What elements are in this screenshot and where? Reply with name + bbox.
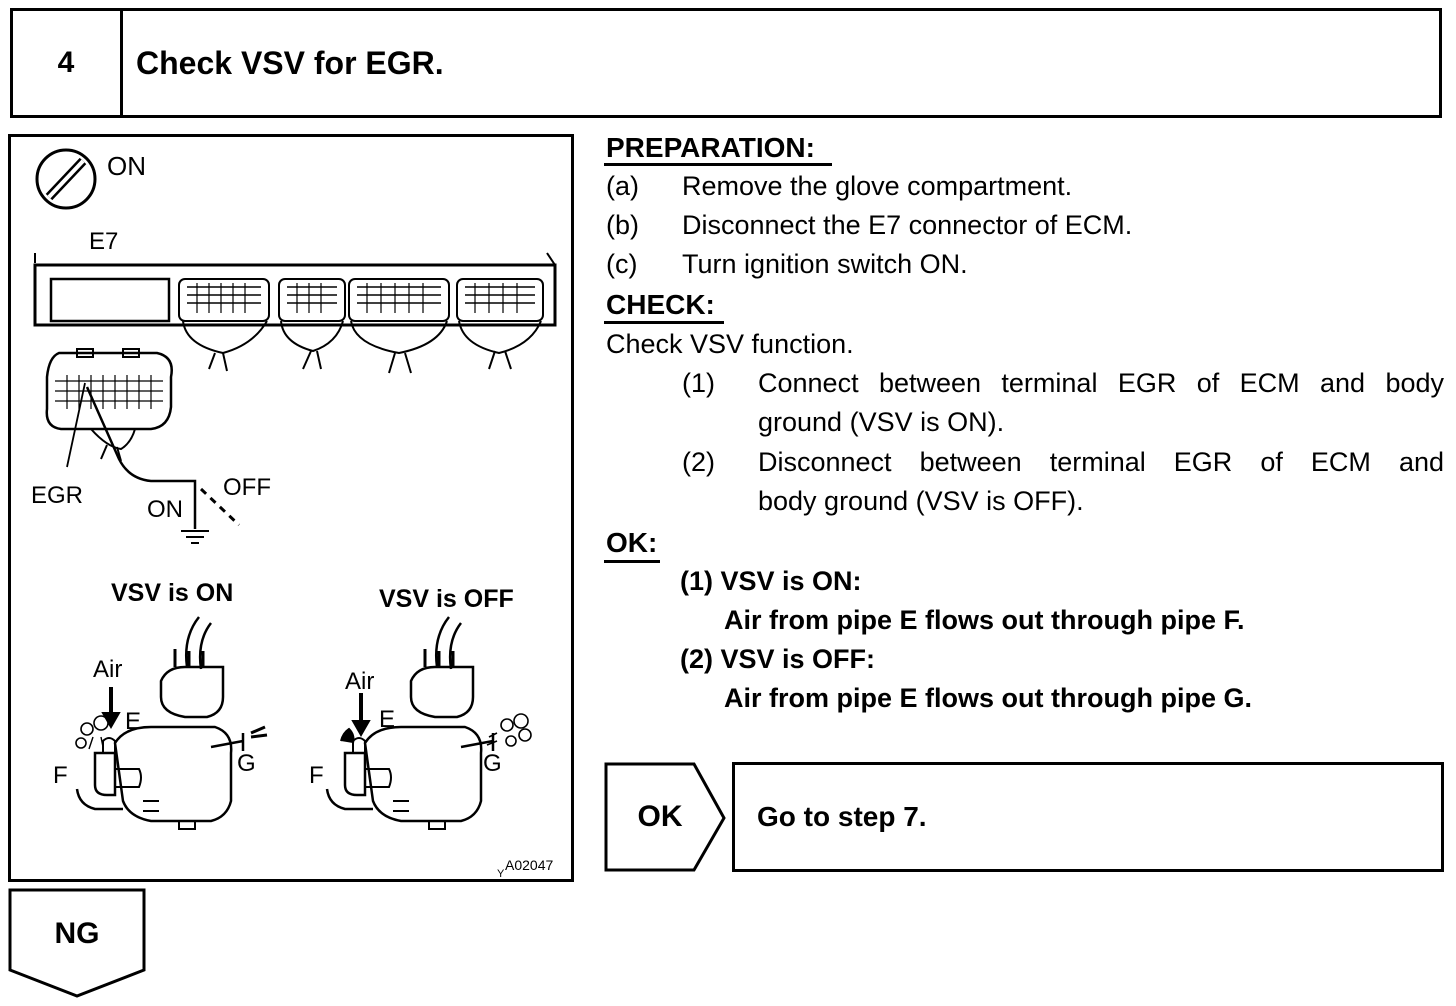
ok-action-text: Go to step 7. xyxy=(757,801,927,832)
check-underline xyxy=(604,321,724,324)
ok-item-2-result: Air from pipe E flows out through pipe G… xyxy=(724,683,1252,713)
illustration-panel: ON E7 xyxy=(8,134,574,882)
pipe-e-label-off: E xyxy=(379,706,395,733)
ok-heading: OK: xyxy=(606,527,658,558)
ok-branch-label: OK xyxy=(637,800,683,833)
header-divider xyxy=(120,8,123,118)
check-item-1-line2: ground (VSV is ON). xyxy=(758,407,1005,437)
ignition-on-label: ON xyxy=(107,151,146,181)
check-item-2-line2: body ground (VSV is OFF). xyxy=(758,486,1084,516)
pipe-f-label-off: F xyxy=(309,762,324,789)
prep-marker-b: (b) xyxy=(606,210,639,240)
ok-item-2-title: (2) VSV is OFF: xyxy=(680,644,876,674)
pipe-g-label-off: G xyxy=(483,750,502,777)
air-label-on: Air xyxy=(93,656,122,683)
prep-item-b: Disconnect the E7 connector of ECM. xyxy=(682,210,1133,240)
step-number: 4 xyxy=(57,46,75,79)
check-item-2-line1: Disconnect between terminal EGR of ECM a… xyxy=(758,447,1444,477)
prep-marker-c: (c) xyxy=(606,249,638,279)
check-marker-1: (1) xyxy=(682,368,715,398)
connector-e7-label: E7 xyxy=(89,228,118,255)
vsv-off-valve-icon xyxy=(325,616,532,830)
ng-branch-label: NG xyxy=(54,917,100,950)
pipe-f-label-on: F xyxy=(53,762,68,789)
figure-id-prefix: Y xyxy=(497,868,505,879)
ok-item-1-title: (1) VSV is ON: xyxy=(680,566,862,596)
ok-underline xyxy=(604,560,660,563)
ok-item-1-result: Air from pipe E flows out through pipe F… xyxy=(724,605,1245,635)
figure-id: A02047 xyxy=(505,857,553,873)
egr-test-lead xyxy=(66,382,241,544)
check-marker-2: (2) xyxy=(682,447,715,477)
air-label-off: Air xyxy=(345,668,374,695)
egr-terminal-label: EGR xyxy=(31,482,83,509)
switch-on-label: ON xyxy=(147,496,183,523)
ecm-connector-icon xyxy=(33,252,557,374)
step-title: Check VSV for EGR. xyxy=(136,44,444,81)
switch-off-label: OFF xyxy=(223,474,271,501)
check-item-1-line1: Connect between terminal EGR of ECM and … xyxy=(758,368,1444,398)
ok-arrow-shape xyxy=(604,762,726,872)
prep-marker-a: (a) xyxy=(606,171,639,201)
pipe-g-label-on: G xyxy=(237,750,256,777)
e7-connector-detail-icon xyxy=(45,348,173,462)
ng-arrow-shape xyxy=(8,888,146,998)
pipe-e-label-on: E xyxy=(125,708,141,735)
prep-item-c: Turn ignition switch ON. xyxy=(682,249,968,279)
check-heading: CHECK: xyxy=(606,289,715,320)
vsv-on-valve-icon xyxy=(75,616,268,830)
vsv-on-title: VSV is ON xyxy=(111,579,233,607)
preparation-underline xyxy=(604,163,832,166)
ignition-key-icon xyxy=(35,148,97,210)
ecm-vsv-diagram: ON E7 xyxy=(31,148,557,879)
preparation-heading: PREPARATION: xyxy=(606,132,815,163)
prep-item-a: Remove the glove compartment. xyxy=(682,171,1073,201)
ok-action-box: Go to step 7. xyxy=(732,762,1444,872)
vsv-off-title: VSV is OFF xyxy=(379,585,514,613)
check-intro: Check VSV function. xyxy=(606,329,854,359)
step-header xyxy=(10,8,1442,118)
